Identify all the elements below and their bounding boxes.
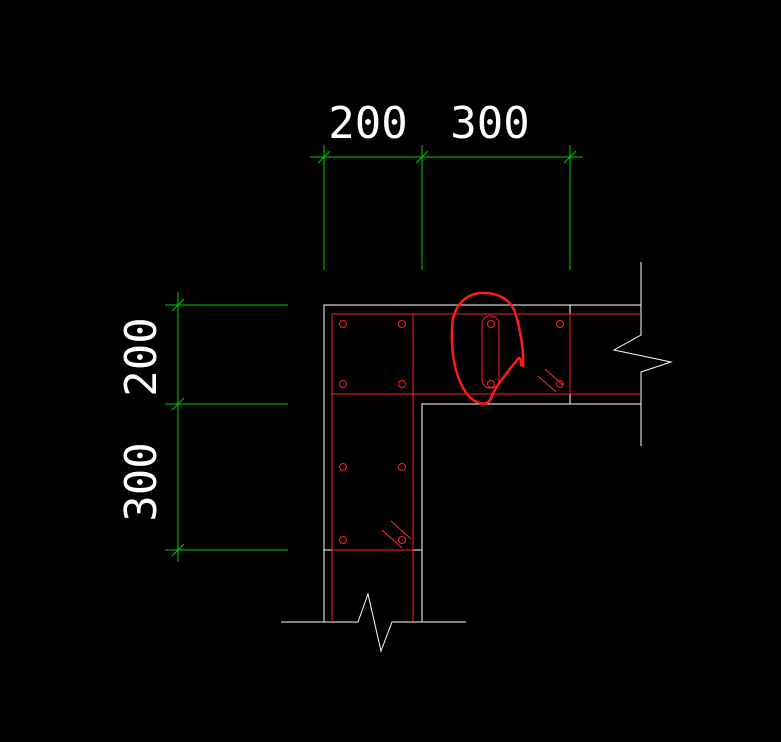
hook-vertical-2 — [390, 520, 412, 540]
hook-vertical-1 — [381, 529, 403, 549]
rebar-dot — [487, 320, 495, 328]
break-line-bottom — [281, 592, 466, 653]
left-dim-text-1: 200 — [116, 317, 167, 396]
rebar-dot — [339, 463, 347, 471]
rebar-dot — [556, 380, 564, 388]
corner-stirrup — [331, 313, 414, 395]
cross-tie — [481, 315, 500, 389]
top-tick-1 — [317, 150, 331, 164]
top-tick-3 — [563, 150, 577, 164]
stirrup-hooks — [381, 368, 564, 549]
rebar-dot — [398, 536, 406, 544]
rebar-dot — [339, 380, 347, 388]
annotation-circle — [450, 291, 525, 405]
vertical-leg-stirrup — [331, 393, 414, 551]
break-line-right — [612, 262, 673, 446]
top-dim-text-1: 200 — [328, 98, 407, 149]
left-tick-2 — [171, 397, 185, 411]
dimension-lines — [165, 145, 583, 562]
rebar-dot — [339, 536, 347, 544]
top-tick-2 — [415, 150, 429, 164]
left-tick-3 — [171, 543, 185, 557]
outer-corner-line — [323, 304, 641, 622]
rebar-dot — [398, 463, 406, 471]
rebar-dot — [339, 320, 347, 328]
wall-outline — [281, 262, 673, 653]
rebar-dot — [398, 320, 406, 328]
rebar-dot — [398, 380, 406, 388]
left-tick-1 — [171, 298, 185, 312]
horizontal-leg-stirrup — [412, 313, 571, 395]
hook-horizontal-2 — [544, 368, 564, 386]
rebar-dots — [339, 320, 564, 544]
hook-horizontal-1 — [537, 375, 557, 393]
top-dim-text-2: 300 — [450, 98, 529, 149]
rebar-dot — [487, 380, 495, 388]
rebar-dot — [556, 320, 564, 328]
left-dim-text-2: 300 — [116, 442, 167, 521]
inner-corner-line — [421, 403, 641, 622]
rebar-lines — [331, 313, 641, 622]
